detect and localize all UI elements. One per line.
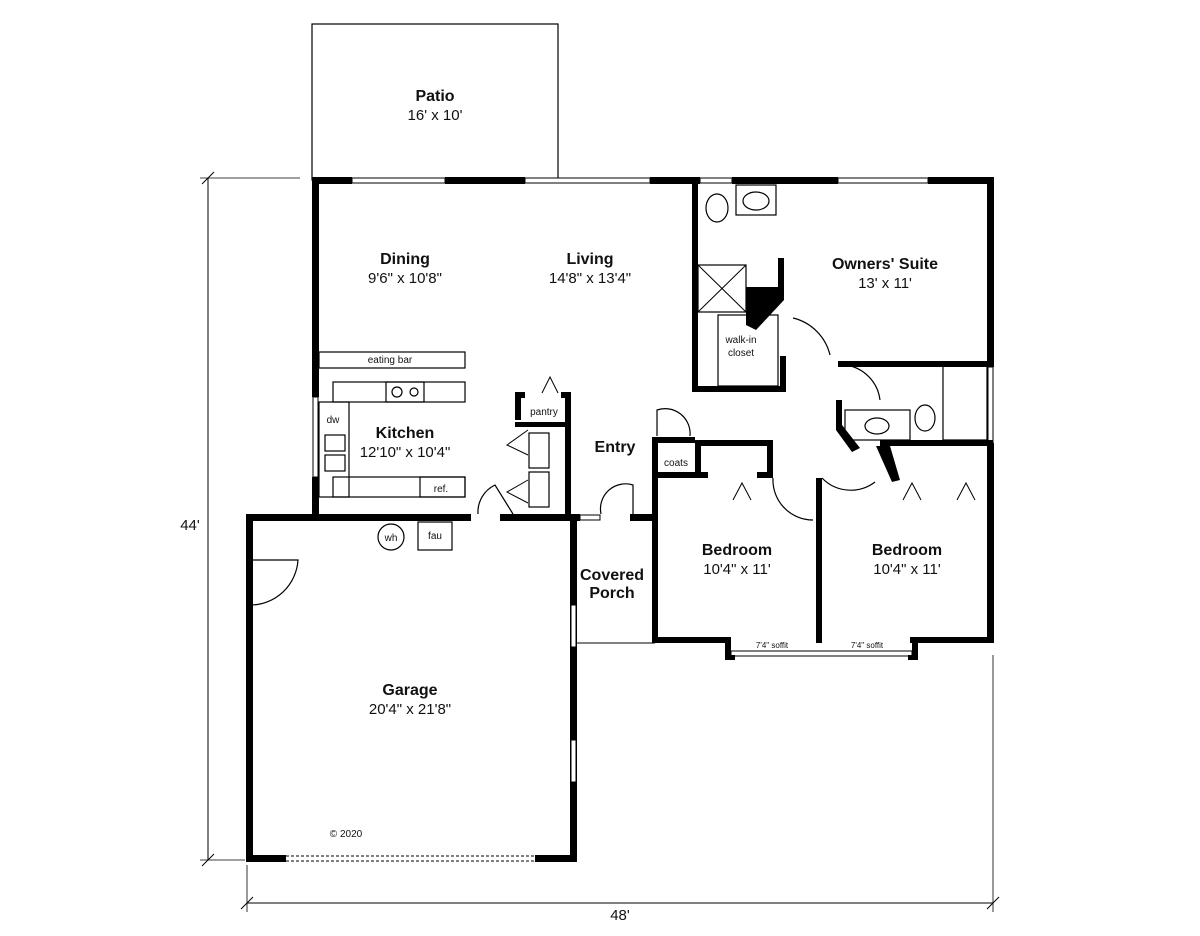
owners-suite-size: 13' x 11'	[858, 275, 912, 292]
water-heater-label: wh	[384, 533, 398, 544]
walls	[246, 177, 994, 862]
covered-porch-name-2: Porch	[589, 585, 634, 602]
garage-size: 20'4" x 21'8"	[369, 701, 451, 718]
bedroom1-size: 10'4" x 11'	[703, 561, 771, 578]
copyright-label: © 2020	[330, 829, 363, 840]
dimension-depth	[200, 171, 300, 867]
bedroom2-name: Bedroom	[872, 542, 942, 559]
dining-name: Dining	[380, 251, 430, 268]
living-size: 14'8" x 13'4"	[549, 270, 631, 287]
pantry-label: pantry	[530, 407, 558, 418]
depth-label: 44'	[180, 517, 200, 534]
entry-name: Entry	[595, 439, 636, 456]
kitchen-fixtures	[249, 351, 634, 606]
coats-label: coats	[664, 458, 688, 469]
covered-porch-name-1: Covered	[580, 567, 644, 584]
patio-name: Patio	[415, 88, 454, 105]
furnace-label: fau	[428, 531, 442, 542]
living-name: Living	[566, 251, 613, 268]
walk-in-label: walk-in	[724, 335, 756, 346]
width-label: 48'	[610, 907, 630, 924]
patio-size: 16' x 10'	[408, 107, 463, 124]
bedroom2-size: 10'4" x 11'	[873, 561, 941, 578]
eating-bar-label: eating bar	[368, 355, 413, 366]
dw-label: dw	[327, 415, 341, 426]
kitchen-size: 12'10" x 10'4"	[360, 444, 451, 461]
bedroom1-name: Bedroom	[702, 542, 772, 559]
bath-fixtures	[505, 184, 988, 521]
soffit-label-1: 7'4" soffit	[756, 641, 789, 650]
soffit-label-2: 7'4" soffit	[851, 641, 884, 650]
dimension-width	[240, 655, 1000, 912]
owners-suite-name: Owners' Suite	[832, 256, 938, 273]
garage-name: Garage	[382, 682, 437, 699]
kitchen-name: Kitchen	[376, 425, 435, 442]
dining-size: 9'6" x 10'8"	[368, 270, 442, 287]
closet-label: closet	[728, 348, 754, 359]
ref-label: ref.	[434, 484, 448, 495]
